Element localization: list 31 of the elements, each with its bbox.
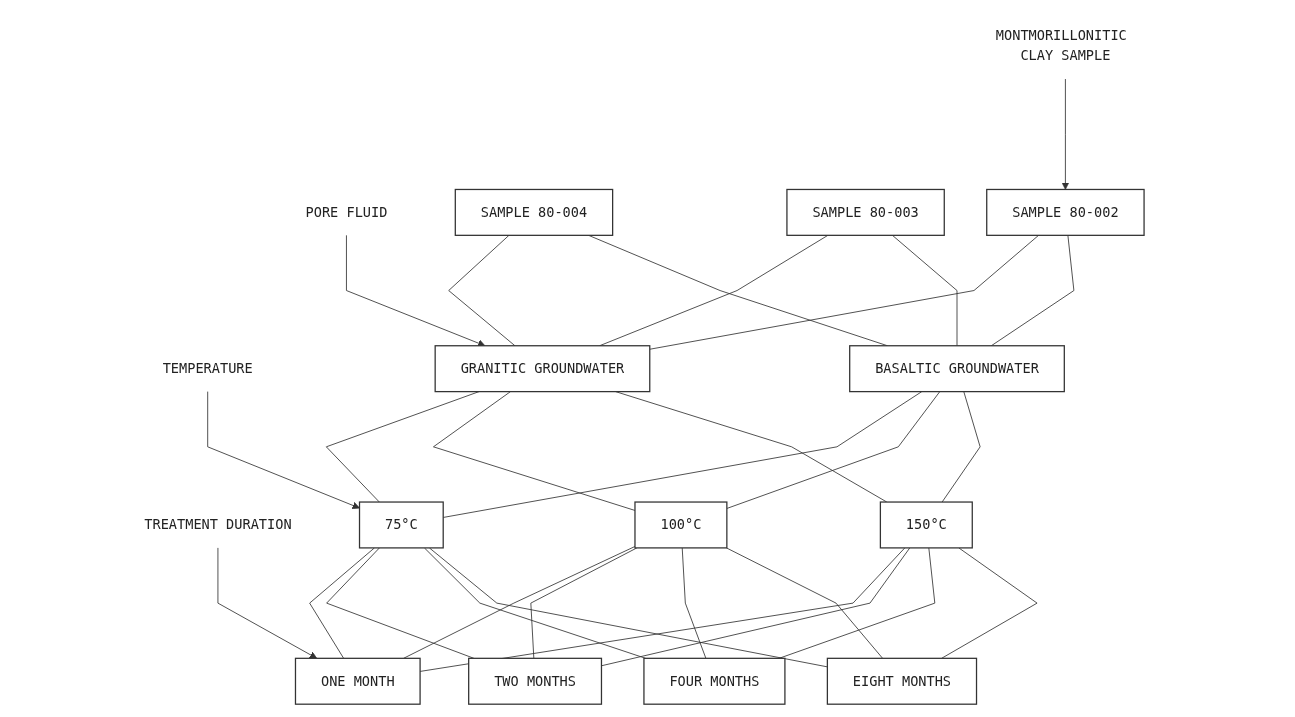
node-box: SAMPLE 80-002: [986, 188, 1145, 236]
node-box: 150°C: [879, 501, 974, 549]
node-box: ONE MONTH: [295, 657, 421, 705]
node-box: SAMPLE 80-004: [454, 188, 614, 236]
node-box: GRANITIC GROUNDWATER: [434, 345, 651, 393]
node-text: TREATMENT DURATION: [144, 516, 292, 533]
node-box: 75°C: [359, 501, 445, 549]
connector: [601, 547, 911, 667]
node-box: EIGHT MONTHS: [826, 657, 978, 705]
connector: [941, 391, 981, 503]
connector: [892, 234, 958, 347]
connector: [433, 391, 636, 511]
connector: [429, 547, 828, 668]
node-box: TWO MONTHS: [468, 657, 603, 705]
connector: [530, 547, 638, 659]
node-box: FOUR MONTHS: [643, 657, 786, 705]
connector: [941, 547, 1038, 659]
node-box: BASALTIC GROUNDWATER: [849, 345, 1066, 393]
node-text: PORE FLUID: [305, 203, 388, 221]
connector: [326, 547, 475, 659]
node-text: TEMPERATURE: [162, 360, 253, 377]
connector: [309, 547, 376, 659]
connector: [726, 547, 884, 659]
connector: [681, 547, 707, 659]
connector: [649, 234, 1040, 350]
node-text: MONTMORILLONITIC CLAY SAMPLE: [996, 27, 1127, 64]
node-box: 100°C: [634, 501, 728, 549]
connector: [991, 234, 1075, 347]
node-box: SAMPLE 80-003: [786, 188, 946, 236]
connector: [448, 234, 516, 347]
connector: [778, 547, 936, 659]
